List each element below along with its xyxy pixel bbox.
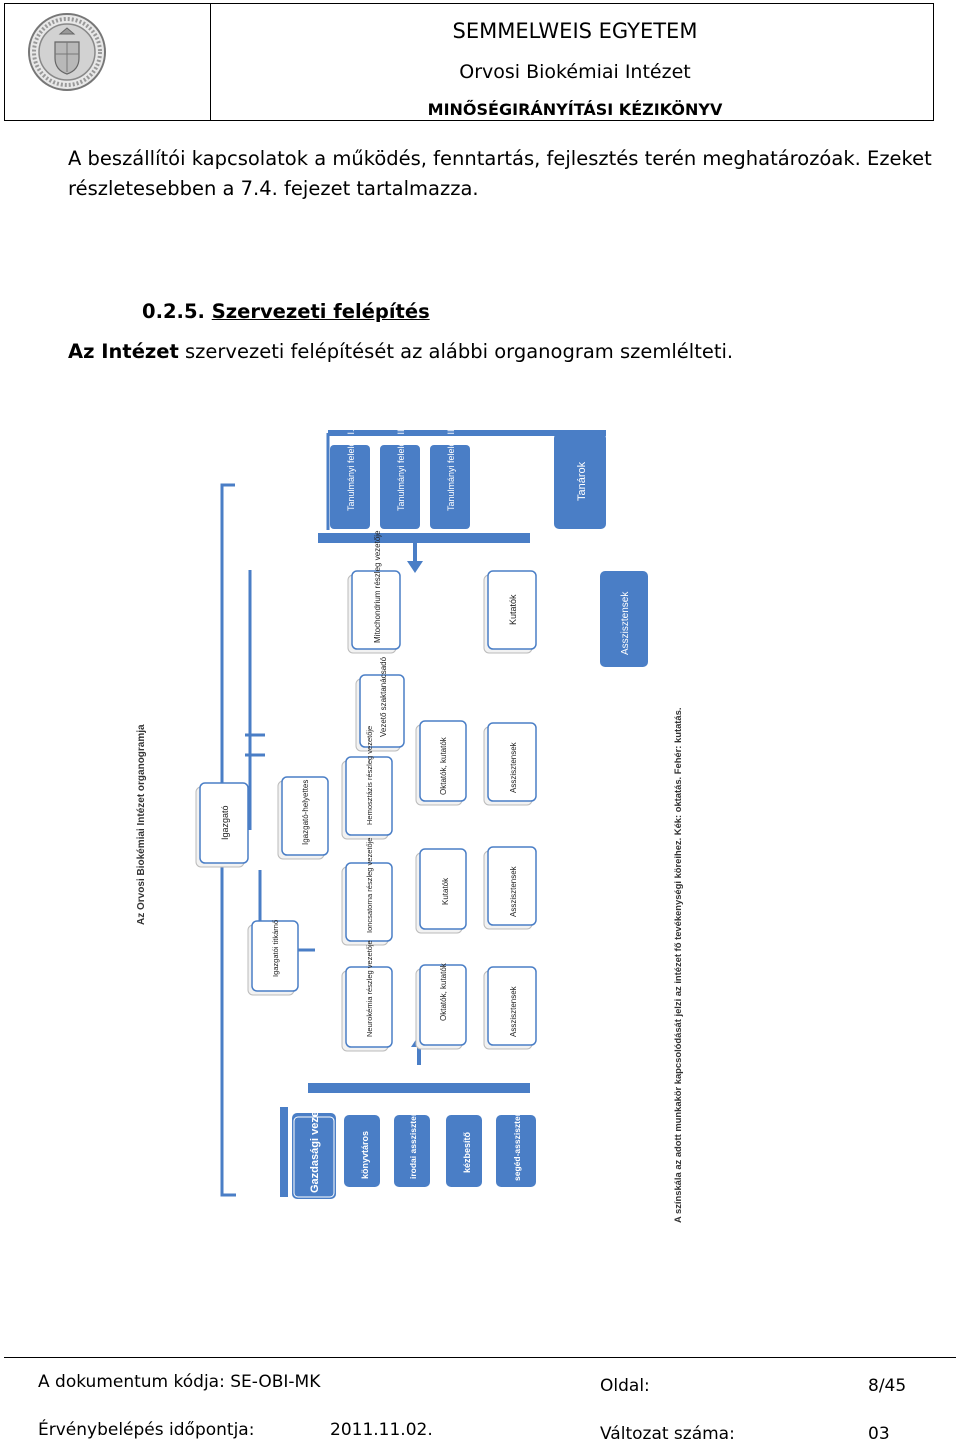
box-researchers-top: Kutatók [483, 570, 537, 654]
arrow-down-icon [407, 543, 423, 573]
svg-text:Oktatók, kutatók: Oktatók, kutatók [439, 736, 448, 795]
footer-divider [4, 1357, 956, 1358]
box-mito: Mitochondrium részleg vezetője [347, 530, 401, 654]
svg-text:Neurokémia részleg vezetője: Neurokémia részleg vezetője [365, 940, 374, 1037]
box-ion: Ioncsatorna részleg vezetője [341, 838, 393, 946]
svg-text:Tanulmányi felelős II.: Tanulmányi felelős II. [396, 427, 406, 511]
organogram: Az Orvosi Biokémiai Intézet organogramja… [136, 425, 683, 1223]
box-deputy: Igazgató-helyettes [277, 776, 329, 860]
box-teachers: Tanárok [554, 433, 606, 529]
svg-text:könyvtáros: könyvtáros [360, 1131, 370, 1179]
svg-text:Hemosztázis részleg vezetője: Hemosztázis részleg vezetője [365, 726, 374, 825]
svg-text:Asszisztensek: Asszisztensek [509, 865, 518, 917]
intro-bold: Az Intézet [68, 340, 179, 363]
box-assistant3: Asszisztensek [483, 966, 537, 1050]
svg-text:irodai asszisztens: irodai asszisztens [408, 1106, 418, 1179]
box-researchers2: Kutatók [415, 848, 467, 934]
section-heading: 0.2.5. Szervezeti felépítés [142, 300, 430, 323]
svg-text:Oktatók, kutatók: Oktatók, kutatók [439, 962, 448, 1021]
university-name: SEMMELWEIS EGYETEM [452, 19, 698, 43]
box-econ: Gazdasági vezető [292, 1100, 336, 1199]
svg-text:Kutatók: Kutatók [441, 877, 450, 905]
svg-text:Vezető szaktanácsadó: Vezető szaktanácsadó [379, 656, 388, 737]
effective-date: 2011.11.02. [330, 1420, 433, 1440]
box-library: könyvtáros [344, 1115, 380, 1187]
svg-text:Mitochondrium részleg vezetője: Mitochondrium részleg vezetője [373, 530, 382, 643]
svg-text:Igazgatói titkárnő: Igazgatói titkárnő [271, 920, 280, 977]
section-number: 0.2.5. [142, 300, 205, 323]
svg-text:Tanárok: Tanárok [576, 461, 588, 501]
box-board: Vezető szaktanácsadó [355, 656, 405, 752]
svg-text:segéd-asszisztens: segéd-asszisztens [512, 1106, 522, 1181]
connector-lines [220, 433, 330, 1197]
intro-rest: szervezeti felépítését az alábbi organog… [178, 340, 734, 363]
logo-cell [5, 4, 211, 120]
section-title: Szervezeti felépítés [211, 300, 430, 323]
box-teach-research1: Oktatók, kutatók [415, 720, 467, 806]
version-number: 03 [868, 1424, 890, 1444]
box-assistants-blue: Asszisztensek [600, 571, 648, 667]
university-seal-icon [28, 13, 106, 91]
page-label: Oldal: [600, 1376, 650, 1396]
box-office: irodai asszisztens [394, 1106, 430, 1187]
box-hemo: Hemosztázis részleg vezetője [341, 726, 393, 840]
top-bar [328, 430, 606, 436]
box-helper: segéd-asszisztens [496, 1106, 536, 1187]
box-teach2: Tanulmányi felelős II. [380, 427, 420, 529]
support-bar [308, 1083, 530, 1093]
document-header: SEMMELWEIS EGYETEM Orvosi Biokémiai Inté… [4, 3, 934, 121]
box-teach3: Tanulmányi felelős III. [430, 425, 470, 529]
box-teach1: Tanulmányi felelős I. [330, 429, 370, 529]
svg-text:Tanulmányi felelős III.: Tanulmányi felelős III. [446, 425, 456, 511]
body-paragraph: A beszállítói kapcsolatok a működés, fen… [68, 147, 932, 200]
svg-text:Igazgató: Igazgató [220, 805, 230, 840]
document-code: A dokumentum kódja: SE-OBI-MK [38, 1372, 321, 1392]
version-label: Változat száma: [600, 1424, 735, 1444]
page-number: 8/45 [868, 1376, 907, 1396]
effective-date-label: Érvénybelépés időpontja: [38, 1420, 255, 1440]
svg-text:Asszisztensek: Asszisztensek [509, 985, 518, 1037]
teaching-bar [318, 533, 530, 543]
svg-text:Asszisztensek: Asszisztensek [509, 741, 518, 793]
svg-text:Asszisztensek: Asszisztensek [620, 591, 631, 655]
box-secretary: Igazgatói titkárnő [247, 920, 299, 996]
box-assistant1: Asszisztensek [483, 722, 537, 806]
svg-text:Ioncsatorna részleg vezetője: Ioncsatorna részleg vezetője [365, 838, 374, 933]
organogram-title: Az Orvosi Biokémiai Intézet organogramja [136, 724, 147, 925]
intro-sentence: Az Intézet szervezeti felépítését az alá… [68, 340, 733, 363]
document-type: MINŐSÉGIRÁNYÍTÁSI KÉZIKÖNYV [427, 100, 723, 119]
svg-text:Kutatók: Kutatók [508, 594, 518, 625]
svg-text:Gazdasági vezető: Gazdasági vezető [309, 1100, 321, 1193]
box-assistant2: Asszisztensek [483, 846, 537, 930]
svg-text:kézbesítő: kézbesítő [462, 1131, 472, 1173]
box-director: Igazgató [195, 782, 249, 868]
box-neuro: Neurokémia részleg vezetője [341, 940, 393, 1052]
svg-text:Tanulmányi felelős I.: Tanulmányi felelős I. [346, 429, 356, 511]
organogram-note: A színskála az adott munkakör kapcsolódá… [672, 708, 683, 1223]
institute-name: Orvosi Biokémiai Intézet [459, 61, 691, 83]
econ-stem [280, 1107, 288, 1197]
box-courier: kézbesítő [446, 1115, 482, 1187]
box-teach-research2: Oktatók, kutatók [415, 962, 467, 1050]
svg-text:Igazgató-helyettes: Igazgató-helyettes [301, 780, 310, 845]
